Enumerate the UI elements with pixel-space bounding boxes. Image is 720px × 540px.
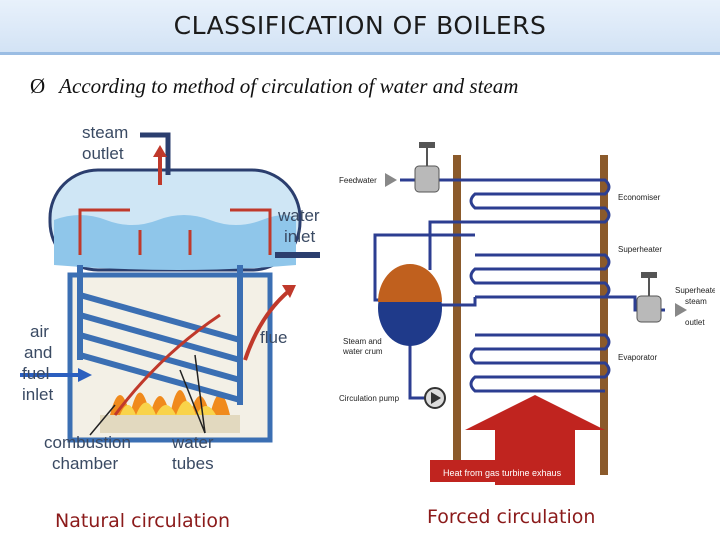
label-fuel: fuel bbox=[22, 364, 49, 383]
drum-circulation-arrows bbox=[78, 208, 272, 255]
label-superheated-2: steam bbox=[685, 297, 707, 306]
label-water-tubes-1: water bbox=[171, 433, 214, 452]
frame-post-left bbox=[453, 155, 461, 475]
label-chamber: chamber bbox=[52, 454, 118, 473]
flue-arrow-icon bbox=[243, 288, 292, 361]
label-drum-2: water crum bbox=[342, 347, 383, 356]
water-tubes bbox=[77, 265, 243, 405]
label-inlet: inlet bbox=[284, 227, 315, 246]
natural-circulation-caption: Natural circulation bbox=[55, 510, 231, 532]
title-bar bbox=[0, 0, 720, 55]
steam-outlet-valve-icon bbox=[636, 272, 662, 323]
label-pump: Circulation pump bbox=[339, 394, 400, 403]
arrow-bullet-icon: Ø bbox=[30, 74, 46, 98]
label-superheated-1: Superheated bbox=[675, 286, 715, 295]
label-fuel-inlet: inlet bbox=[22, 385, 53, 404]
economiser-coil bbox=[469, 178, 611, 224]
bullet-text: According to method of circulation of wa… bbox=[59, 74, 519, 98]
label-combustion: combustion bbox=[44, 433, 131, 452]
label-superheated-3: outlet bbox=[685, 318, 705, 327]
natural-circulation-diagram: steam outlet water inlet air and fuel in… bbox=[20, 123, 320, 473]
evaporator-coil bbox=[469, 333, 611, 393]
feedwater-valve-icon bbox=[414, 142, 440, 193]
label-water: water bbox=[277, 206, 320, 225]
label-water-tubes-2: tubes bbox=[172, 454, 214, 473]
slide-title: CLASSIFICATION OF BOILERS bbox=[173, 11, 547, 40]
forced-circulation-diagram: Heat from gas turbine exhaus Feedwater E… bbox=[339, 142, 715, 485]
label-feedwater: Feedwater bbox=[339, 176, 377, 185]
feedwater-arrow-icon bbox=[385, 173, 397, 187]
label-steam: steam bbox=[82, 123, 128, 142]
hot-gas-arrow bbox=[113, 313, 221, 416]
label-drum-1: Steam and bbox=[343, 337, 382, 346]
steam-outlet-arrow-icon bbox=[675, 303, 687, 317]
label-pointers bbox=[89, 354, 206, 436]
bullet-point: Ø According to method of circulation of w… bbox=[30, 74, 518, 99]
label-heat: Heat from gas turbine exhaus bbox=[443, 468, 562, 478]
label-outlet: outlet bbox=[82, 144, 124, 163]
label-flue: flue bbox=[260, 328, 287, 347]
frame-post-right bbox=[600, 155, 608, 475]
label-economiser: Economiser bbox=[618, 193, 661, 202]
forced-circulation-caption: Forced circulation bbox=[427, 506, 596, 528]
label-air: air bbox=[30, 322, 49, 341]
label-superheater: Superheater bbox=[618, 245, 662, 254]
superheater-coil bbox=[469, 253, 611, 299]
label-and: and bbox=[24, 343, 52, 362]
label-evaporator: Evaporator bbox=[618, 353, 657, 362]
steam-outlet-pipe bbox=[140, 132, 171, 175]
combustion-floor bbox=[100, 415, 240, 433]
drum-water bbox=[54, 215, 296, 270]
